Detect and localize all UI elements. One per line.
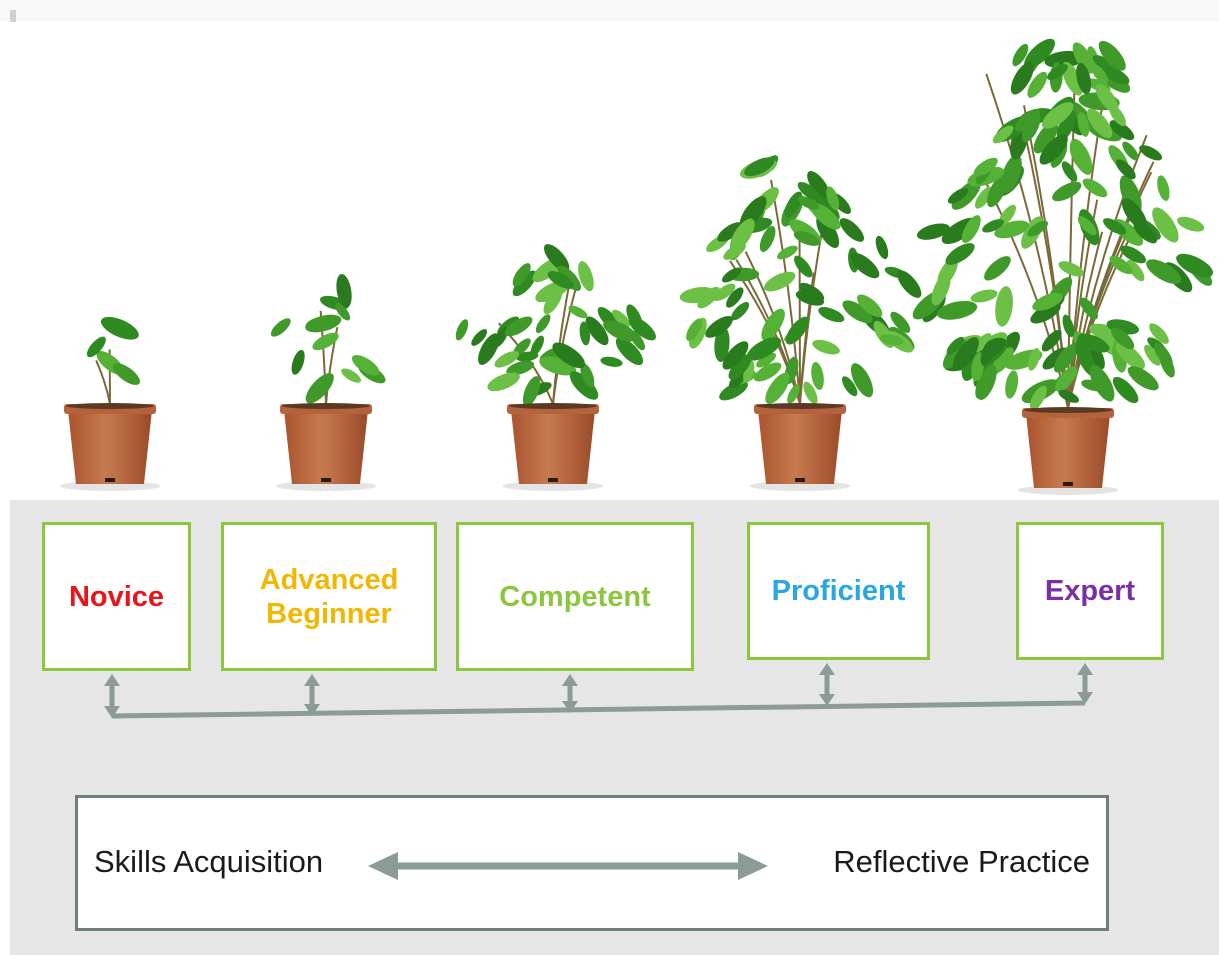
connector-proficient-arrow-up [819, 663, 835, 675]
stage-box-expert: Expert [1016, 522, 1164, 660]
spectrum-box: Skills Acquisition Reflective Practice [75, 795, 1109, 931]
spectrum-right-label: Reflective Practice [833, 844, 1090, 879]
connector-expert-arrow-up [1077, 663, 1093, 675]
stage-box-proficient: Proficient [747, 522, 930, 660]
connector-advanced-beginner-arrow-up [304, 674, 320, 686]
plants-svg [59, 38, 1214, 495]
stage-label-advanced-beginner: Advanced Beginner [259, 563, 399, 630]
plant-proficient [679, 155, 922, 491]
stage-box-competent: Competent [456, 522, 694, 671]
corner-mark [10, 10, 16, 22]
connector-expert-arrow-down [1077, 692, 1093, 704]
plant-competent [455, 244, 656, 491]
spectrum-left-label: Skills Acquisition [94, 844, 324, 879]
double-arrow-icon [368, 852, 768, 880]
plant-expert [912, 38, 1214, 495]
connector-competent-arrow-down [562, 701, 578, 713]
top-strip [0, 0, 1219, 22]
connector-advanced-beginner-arrow-down [304, 704, 320, 716]
stage-label-expert: Expert [1044, 575, 1136, 607]
plant-advanced-beginner [270, 273, 386, 491]
plant-novice [59, 316, 161, 491]
stage-label-proficient: Proficient [771, 575, 906, 607]
stage-label-competent: Competent [499, 580, 651, 613]
timeline-line [111, 700, 1086, 719]
connector-proficient-arrow-down [819, 694, 835, 706]
plants-illustration [0, 22, 1219, 500]
connector-novice-arrow-up [104, 674, 120, 686]
connector-novice-arrow-down [104, 706, 120, 718]
stage-box-advanced-beginner: Advanced Beginner [221, 522, 437, 671]
stage-box-novice: Novice [42, 522, 191, 671]
connector-competent-arrow-up [562, 674, 578, 686]
stage-label-novice: Novice [68, 580, 165, 613]
